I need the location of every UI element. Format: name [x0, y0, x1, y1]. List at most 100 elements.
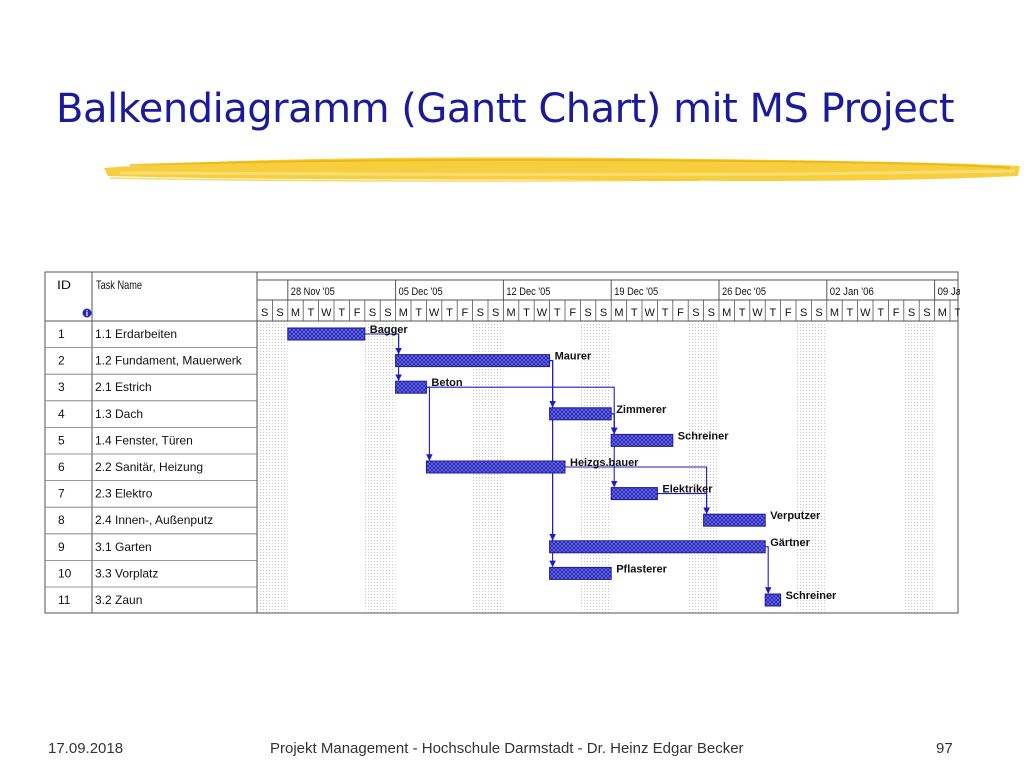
task-id: 9	[58, 540, 65, 554]
week-label: 02 Jan '06	[830, 286, 874, 298]
footer-center: Projekt Management - Hochschule Darmstad…	[270, 740, 744, 757]
day-letter: S	[908, 307, 915, 319]
weekend-shade	[811, 321, 827, 613]
task-name: 2.4 Innen-, Außenputz	[95, 513, 213, 527]
day-letter: T	[554, 307, 561, 319]
resource-label: Beton	[431, 377, 462, 389]
task-bar	[610, 487, 658, 501]
resource-label: Zimmerer	[616, 404, 667, 416]
day-letter: S	[692, 307, 699, 319]
task-name: 1.4 Fenster, Türen	[95, 433, 193, 447]
week-label: 26 Dec '05	[722, 286, 766, 298]
day-letter: T	[877, 307, 884, 319]
task-name: 3.2 Zaun	[95, 593, 142, 607]
week-label: 28 Nov '05	[291, 286, 335, 298]
day-letter: F	[893, 307, 900, 319]
day-letter: S	[815, 307, 822, 319]
week-label: 09 Jan '06	[938, 286, 960, 298]
resource-label: Bagger	[370, 324, 409, 336]
day-letter: T	[523, 307, 530, 319]
day-letter: F	[785, 307, 792, 319]
chart-frame	[44, 271, 959, 614]
weekend-shade	[380, 321, 396, 613]
day-letter: T	[847, 307, 854, 319]
task-id: 6	[58, 460, 65, 474]
day-letter: T	[770, 307, 777, 319]
task-bar	[549, 566, 612, 580]
task-id: 5	[58, 433, 65, 447]
task-id: 11	[58, 593, 71, 607]
day-letter: M	[399, 307, 408, 319]
weekend-shade	[272, 321, 288, 613]
day-letter: T	[338, 307, 345, 319]
task-name: 1.1 Erdarbeiten	[95, 327, 177, 341]
weekend-shade	[257, 321, 273, 613]
task-name: 3.1 Garten	[95, 540, 152, 554]
task-name: 2.3 Elektro	[95, 487, 153, 501]
day-letter: S	[492, 307, 499, 319]
dependency-link	[764, 546, 772, 594]
weekend-shade	[703, 321, 719, 613]
task-name: 1.3 Dach	[95, 407, 143, 421]
resource-label: Heizgs.bauer	[570, 457, 639, 469]
task-id: 7	[58, 487, 65, 501]
task-bar	[703, 513, 766, 527]
task-bar	[425, 460, 566, 474]
task-name: 1.2 Fundament, Mauerwerk	[95, 354, 243, 368]
week-label: 19 Dec '05	[614, 286, 658, 298]
day-letter: S	[369, 307, 376, 319]
resource-label: Elektriker	[662, 484, 713, 496]
day-letter: M	[507, 307, 516, 319]
info-icon	[82, 308, 92, 318]
day-letter: T	[631, 307, 638, 319]
day-letter: W	[645, 307, 656, 319]
day-letter: T	[308, 307, 315, 319]
resource-label: Gärtner	[770, 537, 810, 549]
day-letter: M	[722, 307, 731, 319]
task-bar	[764, 593, 782, 607]
task-bar	[549, 407, 612, 421]
day-letter: W	[321, 307, 332, 319]
day-letter: M	[291, 307, 300, 319]
task-bar	[610, 433, 674, 447]
resource-label: Maurer	[555, 351, 592, 363]
weekend-shade	[364, 321, 381, 613]
task-name: 2.2 Sanitär, Heizung	[95, 460, 203, 474]
day-letter: W	[860, 307, 871, 319]
day-letter: M	[614, 307, 623, 319]
task-bar	[395, 380, 427, 394]
resource-label: Schreiner	[786, 590, 837, 602]
week-label: 12 Dec '05	[506, 286, 550, 298]
task-id: 2	[58, 354, 65, 368]
task-name: 2.1 Estrich	[95, 380, 152, 394]
day-letter: F	[462, 307, 469, 319]
task-id: 8	[58, 513, 65, 527]
weekend-shade	[919, 321, 935, 613]
day-letter: T	[446, 307, 453, 319]
task-id: 10	[58, 566, 72, 580]
day-letter: S	[276, 307, 283, 319]
day-letter: S	[923, 307, 930, 319]
resource-label: Schreiner	[678, 430, 729, 442]
week-label: 05 Dec '05	[399, 286, 443, 298]
task-id: 3	[58, 380, 65, 394]
day-letter: S	[261, 307, 268, 319]
day-letter: F	[677, 307, 684, 319]
weekend-shade	[903, 321, 920, 613]
resource-label: Pflasterer	[616, 563, 667, 575]
task-name-header: Task Name	[96, 278, 142, 292]
day-letter: T	[739, 307, 746, 319]
day-letter: T	[954, 307, 960, 319]
day-letter: S	[584, 307, 591, 319]
weekend-shade	[796, 321, 812, 613]
day-letter: W	[429, 307, 440, 319]
day-letter: F	[569, 307, 576, 319]
day-letter: S	[708, 307, 715, 319]
day-letter: S	[600, 307, 607, 319]
day-letter: S	[800, 307, 807, 319]
resource-label: Verputzer	[770, 510, 821, 522]
task-bar	[287, 327, 366, 341]
day-letter: S	[384, 307, 391, 319]
